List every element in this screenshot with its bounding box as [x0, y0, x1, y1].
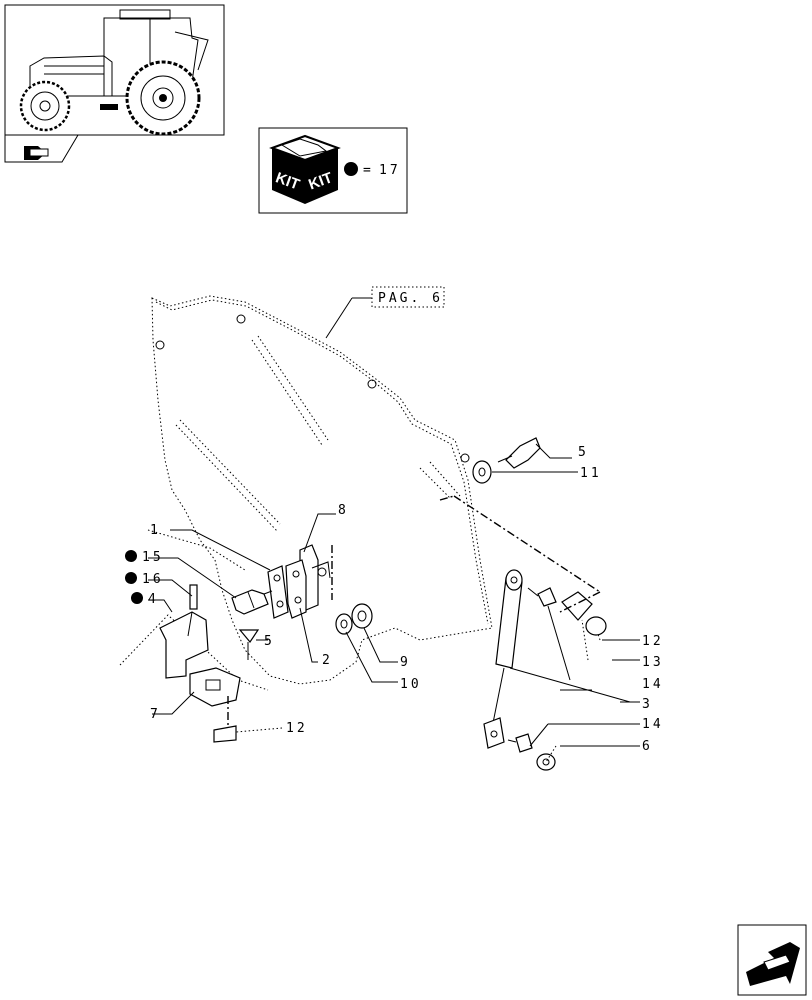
kit-equals: = — [363, 163, 374, 178]
callout-14-bottom[interactable]: 14 — [642, 717, 664, 732]
callout-8[interactable]: 8 — [338, 503, 349, 518]
page-reference-label: PAG. 6 — [378, 291, 443, 306]
callouts: 1 15 16 4 8 2 5 5 11 9 10 7 12 12 13 14 … — [125, 445, 664, 754]
gas-strut-assembly — [439, 437, 607, 771]
kit-marker-icon — [125, 572, 137, 584]
kit-marker-icon — [344, 162, 358, 176]
leader-lines — [148, 443, 640, 763]
callout-5-hinge[interactable]: 5 — [264, 634, 275, 649]
callout-3[interactable]: 3 — [642, 697, 653, 712]
callout-1[interactable]: 1 — [150, 523, 161, 538]
callout-13[interactable]: 13 — [642, 655, 664, 670]
kit-marker-icon — [131, 592, 143, 604]
page-reference[interactable]: PAG. 6 — [325, 286, 445, 339]
callout-7[interactable]: 7 — [150, 707, 161, 722]
callout-16[interactable]: 16 — [142, 572, 164, 587]
kit-marker-icon — [125, 550, 137, 562]
callout-5-top[interactable]: 5 — [578, 445, 589, 460]
kit-legend: KIT KIT = 17 — [258, 127, 408, 214]
door-glass — [119, 295, 493, 691]
tractor-thumbnail-icon — [4, 4, 225, 136]
callout-2[interactable]: 2 — [322, 653, 333, 668]
hinge-assembly — [159, 544, 373, 743]
callout-15[interactable]: 15 — [142, 550, 164, 565]
callout-6[interactable]: 6 — [642, 739, 653, 754]
callout-12-right[interactable]: 12 — [642, 634, 664, 649]
callout-4[interactable]: 4 — [148, 592, 159, 607]
next-page-arrow-icon[interactable] — [737, 924, 807, 996]
callout-11[interactable]: 11 — [580, 466, 602, 481]
callout-10[interactable]: 10 — [400, 677, 422, 692]
kit-quantity: 17 — [379, 163, 401, 178]
callout-9[interactable]: 9 — [400, 655, 411, 670]
kit-box-icon: KIT KIT — [269, 134, 341, 204]
callout-12-bottom[interactable]: 12 — [286, 721, 308, 736]
folder-arrow-icon — [4, 134, 79, 163]
callout-14-top[interactable]: 14 — [642, 677, 664, 692]
